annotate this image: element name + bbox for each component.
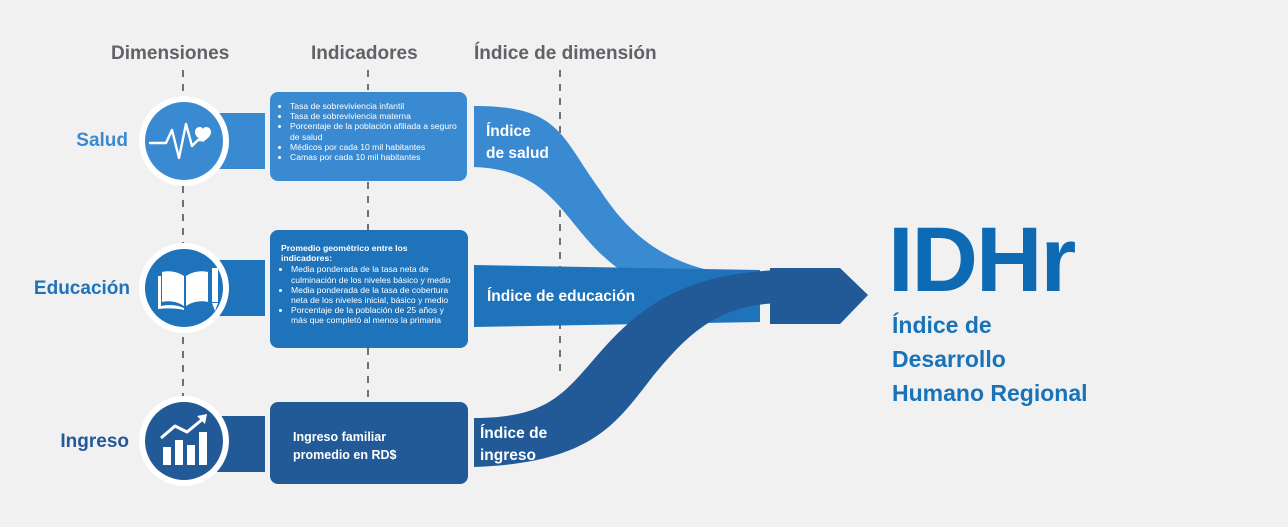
educacion-label: Educación: [33, 278, 130, 299]
dimensions-header: Dimensiones: [111, 43, 230, 64]
salud-flow: [474, 106, 780, 303]
salud-index-label: Índice de salud: [486, 121, 549, 165]
book-pencil-icon: [158, 268, 218, 311]
ingreso-indicators-bg: [270, 402, 468, 484]
salud-indicator-item: Médicos por cada 10 mil habitantes: [290, 142, 462, 152]
ingreso-index-line: ingreso: [480, 447, 536, 464]
idhr-subtitle-line: Humano Regional: [892, 380, 1088, 406]
salud-index-line: de salud: [486, 145, 549, 162]
dimension-index-header: Índice de dimensión: [474, 43, 657, 64]
ingreso-index-line: Índice de: [480, 425, 548, 442]
idhr-subtitle: Índice de Desarrollo Humano Regional: [892, 308, 1192, 410]
ingreso-label: Ingreso: [60, 431, 129, 452]
educacion-indicator-box: Promedio geométrico entre los indicadore…: [281, 243, 461, 326]
ingreso-indicator-box: Ingreso familiar promedio en RD$: [293, 428, 397, 464]
salud-label: Salud: [76, 130, 128, 151]
salud-indicator-item: Camas por cada 10 mil habitantes: [290, 152, 462, 162]
educacion-indicator-heading: Promedio geométrico entre los indicadore…: [281, 243, 408, 264]
educacion-index-label: Índice de educación: [487, 286, 635, 308]
indicators-header: Indicadores: [311, 43, 418, 64]
ingreso-indicator-line: promedio en RD$: [293, 448, 397, 462]
heartbeat-icon: [148, 122, 211, 160]
salud-indicator-item: Tasa de sobreviviencia infantil: [290, 101, 462, 111]
idhr-arrow: [770, 268, 868, 324]
ingreso-indicator-line: Ingreso familiar: [293, 430, 387, 444]
idhr-subtitle-line: Índice de: [892, 312, 992, 338]
idhr-title: IDHr: [888, 209, 1076, 311]
educacion-indicator-item: Porcentaje de la población de 25 años y …: [291, 305, 461, 325]
educacion-indicators-bg: [270, 230, 468, 348]
educacion-indicator-item: Media ponderada de la tasa neta de culmi…: [291, 264, 461, 284]
salud-indicator-item: Tasa de sobreviviencia materna: [290, 111, 462, 121]
ingreso-flow: [474, 270, 780, 467]
growth-chart-icon: [160, 414, 207, 465]
salud-index-line: Índice: [486, 123, 531, 140]
idhr-subtitle-line: Desarrollo: [892, 346, 1006, 372]
educacion-index-line: Índice de educación: [487, 288, 636, 305]
salud-indicator-item: Porcentaje de la población afiliada a se…: [290, 121, 462, 141]
ingreso-index-label: Índice de ingreso: [480, 423, 547, 467]
salud-indicators-bg: [270, 92, 467, 181]
salud-indicator-box: Tasa de sobreviviencia infantil Tasa de …: [278, 101, 462, 162]
educacion-indicator-item: Media ponderada de la tasa de cobertura …: [291, 285, 461, 305]
